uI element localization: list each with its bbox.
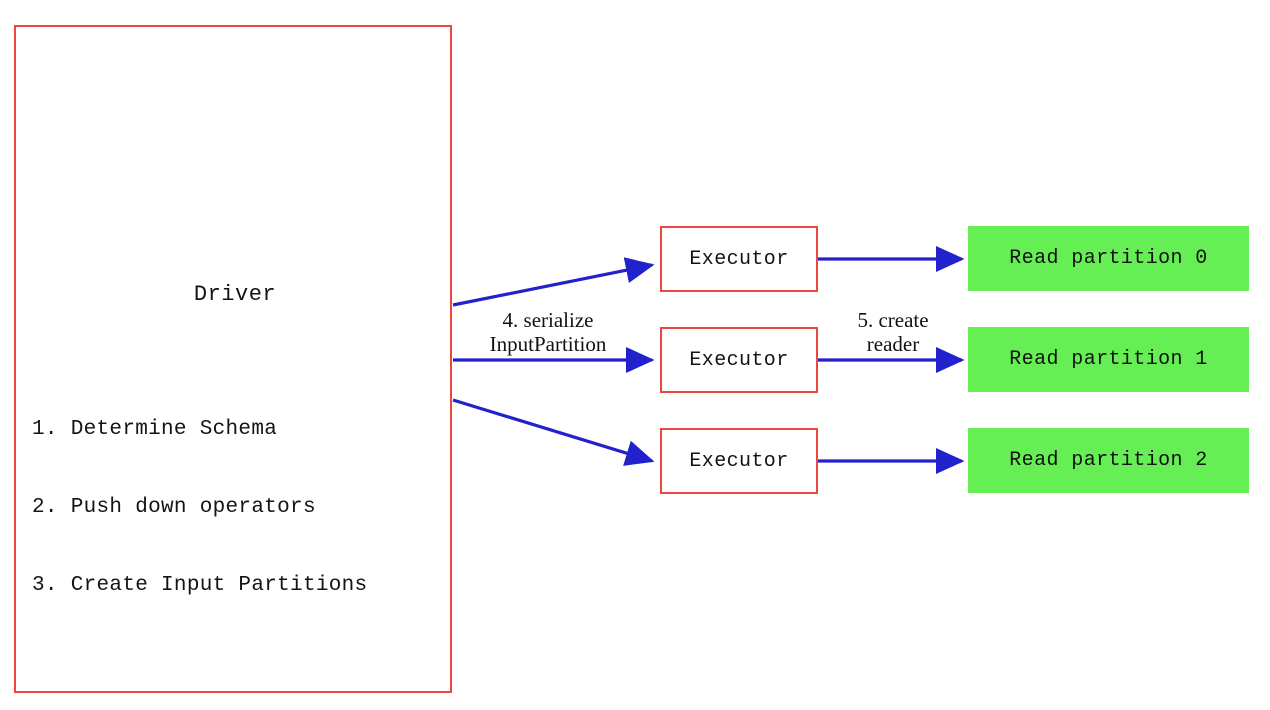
partition-box-2: Read partition 2 — [968, 428, 1249, 493]
edge-label-create-reader: 5. create reader — [832, 308, 954, 356]
partition-box-0: Read partition 0 — [968, 226, 1249, 291]
edge-label-serialize-line-2: InputPartition — [489, 332, 607, 356]
executor-box-0: Executor — [660, 226, 818, 292]
executor-box-2: Executor — [660, 428, 818, 494]
arrow-driver-to-executor-0 — [452, 257, 655, 307]
arrow-driver-to-executor-2 — [452, 398, 655, 466]
driver-step-1: 1. Determine Schema — [32, 418, 278, 441]
driver-box: Driver 1. Determine Schema 2. Push down … — [14, 25, 452, 693]
executor-box-1: Executor — [660, 327, 818, 393]
edge-label-serialize-line-1: 4. serialize — [502, 308, 594, 332]
driver-steps-list: 1. Determine Schema 2. Push down operato… — [32, 365, 367, 651]
edge-label-create-line-1: 5. create — [857, 308, 929, 332]
partition-box-1: Read partition 1 — [968, 327, 1249, 392]
driver-step-2: 2. Push down operators — [32, 496, 316, 519]
edge-label-serialize: 4. serialize InputPartition — [460, 308, 636, 356]
edge-label-create-line-2: reader — [866, 332, 920, 356]
driver-step-3: 3. Create Input Partitions — [32, 574, 368, 597]
driver-title: Driver — [193, 282, 277, 307]
